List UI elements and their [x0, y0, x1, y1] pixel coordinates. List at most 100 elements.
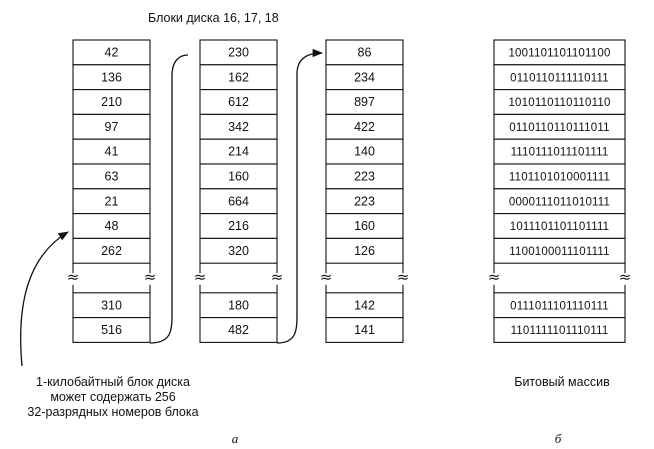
cell-value: 162: [228, 70, 249, 84]
cell-value: 1101111101110111: [511, 325, 609, 337]
cell-value: 142: [354, 298, 375, 312]
break-mark: ≈: [271, 268, 284, 286]
cell-value: 516: [101, 323, 122, 337]
cell-value: 141: [354, 323, 375, 337]
cell-value: 482: [228, 323, 249, 337]
note-line-3: 32-разрядных номеров блока: [27, 405, 198, 419]
cell: [325, 89, 404, 115]
cell-value: 0000111011010111: [509, 196, 610, 208]
cell: [493, 292, 626, 319]
cell-value: 320: [228, 244, 249, 258]
cell-value: 310: [101, 298, 122, 312]
cell-value: 136: [101, 70, 122, 84]
cell-value: 0110110111110111: [510, 72, 609, 84]
disk-block-17: 230 162 612 342 214 160 664 216 320 ≈ ≈180 482: [194, 39, 284, 343]
break-mark: ≈: [397, 268, 410, 286]
cell: [72, 39, 151, 66]
cell: [72, 292, 151, 319]
cell: [493, 213, 626, 239]
cell: [493, 39, 626, 66]
cell: [199, 89, 278, 115]
cell: [199, 113, 278, 140]
break-mark: ≈: [144, 268, 157, 286]
cell-value: 0110110110111011: [509, 122, 609, 134]
cell: [72, 113, 151, 140]
cell: [199, 163, 278, 190]
cell-value: 612: [228, 95, 249, 109]
cell: [493, 89, 626, 115]
cell-value: 160: [354, 219, 375, 233]
disk-blocks-title: Блоки диска 16, 17, 18: [148, 11, 279, 25]
cell: [325, 317, 404, 343]
break-mark: ≈: [619, 268, 632, 286]
cell-value: 230: [228, 46, 249, 60]
link-block16-to-block17: [149, 54, 189, 344]
note-line-1: 1-килобайтный блок диска: [36, 375, 190, 389]
cell: [325, 138, 404, 165]
cell-value: 1010110110110110: [508, 97, 610, 109]
cell-value: 63: [105, 170, 119, 184]
cell-value: 1110111011101111: [511, 147, 609, 159]
cell-value: 1001101101101100: [508, 48, 610, 60]
break-mark: ≈: [67, 268, 80, 286]
cell-value: 1011101101101111: [510, 221, 610, 233]
cell-value: 262: [101, 244, 122, 258]
cell: [199, 317, 278, 343]
cell-value: 422: [354, 120, 375, 134]
cell-value: 210: [101, 95, 122, 109]
cell: [325, 113, 404, 140]
cell-value: 234: [354, 70, 375, 84]
cell-value: 180: [228, 298, 249, 312]
cell: [493, 188, 626, 215]
cell-value: 86: [358, 46, 372, 60]
cell-value: 223: [354, 170, 375, 184]
cell-value: 664: [228, 194, 249, 208]
label-a: а: [232, 431, 239, 446]
cell: [199, 292, 278, 319]
cell: [493, 64, 626, 91]
cell: [199, 188, 278, 215]
cell-value: 21: [105, 194, 119, 208]
cell: [493, 138, 626, 165]
cell-value: 223: [354, 194, 375, 208]
bitmap-column: 1001101101101100 0110110111110111 10101101…: [488, 39, 632, 343]
cell: [72, 317, 151, 343]
cell: [72, 213, 151, 239]
cell-value: 48: [105, 219, 119, 233]
cell: [199, 237, 278, 264]
cell-value: 160: [228, 170, 249, 184]
break-mark: ≈: [488, 268, 501, 286]
cell-value: 214: [228, 145, 249, 159]
cell-value: 126: [354, 244, 375, 258]
cell-value: 216: [228, 219, 249, 233]
break-mark: ≈: [194, 268, 207, 286]
cell-value: 1101101010001111: [509, 172, 610, 184]
link-block17-to-block18-arrow: [276, 48, 324, 344]
cell: [325, 39, 404, 66]
cell-value: 897: [354, 95, 375, 109]
cell: [493, 317, 626, 343]
cell: [493, 113, 626, 140]
cell: [493, 237, 626, 264]
note-arrow: [20, 231, 69, 367]
cell: [325, 292, 404, 319]
note-line-2: может содержать 256: [50, 390, 175, 404]
label-b: б: [555, 431, 562, 446]
cell: [199, 138, 278, 165]
cell: [72, 163, 151, 190]
cell: [199, 39, 278, 66]
cell-value: 97: [105, 120, 119, 134]
cell: [325, 188, 404, 215]
bitmap-caption: Битовый массив: [514, 375, 610, 389]
cell-value: 342: [228, 120, 249, 134]
cell-value: 1100100011101111: [509, 246, 609, 258]
cell: [493, 163, 626, 190]
disk-block-18: 86 234 897 422 140 223 223 160 126 ≈ ≈142 141: [320, 39, 410, 343]
cell: [325, 237, 404, 264]
cell-value: 42: [105, 46, 119, 60]
cell: [199, 213, 278, 239]
break-mark: ≈: [320, 268, 333, 286]
cell-value: 140: [354, 145, 375, 159]
